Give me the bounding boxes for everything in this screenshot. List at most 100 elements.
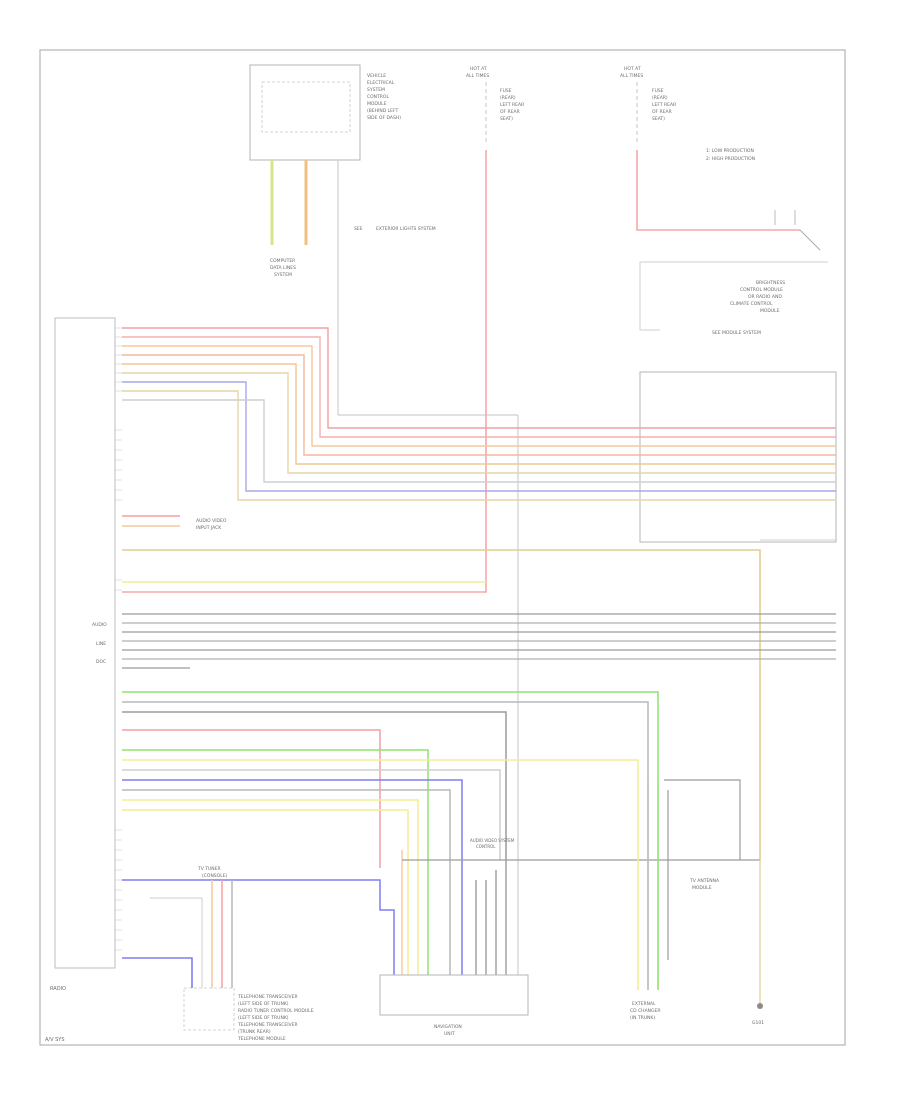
svg-text:SYSTEM: SYSTEM (274, 272, 292, 278)
svg-text:TV TUNER: TV TUNER (197, 866, 221, 872)
switch-line (799, 229, 821, 251)
ground-point (757, 1003, 763, 1009)
svg-text:BRIGHTNESS: BRIGHTNESS (756, 280, 785, 286)
top-module-inner (261, 81, 351, 133)
svg-text:(LEFT SIDE OF TRUNK): (LEFT SIDE OF TRUNK) (238, 1015, 289, 1021)
radio-module-box (54, 317, 116, 969)
svg-text:CLIMATE CONTROL: CLIMATE CONTROL (730, 301, 773, 307)
svg-text:(BEHIND LEFT: (BEHIND LEFT (367, 108, 399, 114)
fuse-box-2-head: HOT AT ALL TIMES (620, 66, 643, 79)
svg-text:CONTROL: CONTROL (367, 94, 389, 100)
switch-return (639, 261, 828, 331)
svg-text:TELEPHONE TRANSCEIVER: TELEPHONE TRANSCEIVER (237, 994, 298, 1000)
right-module-box (639, 371, 837, 543)
svg-text:2: HIGH PRODUCTION: 2: HIGH PRODUCTION (706, 156, 755, 162)
svg-text:FUSE: FUSE (652, 88, 664, 94)
upper-wire-bundle (122, 327, 836, 501)
svg-text:CD CHANGER: CD CHANGER (630, 1008, 660, 1014)
radio-module-label: RADIO (50, 986, 66, 992)
upper-wire-bundle-lower (122, 399, 836, 483)
svg-text:AUDIO VIDEO SYSTEM: AUDIO VIDEO SYSTEM (470, 838, 515, 843)
svg-text:MODULE: MODULE (760, 308, 780, 314)
navigation-unit-box (379, 974, 529, 1016)
ground-label: G101 (752, 1020, 764, 1026)
svg-text:OF REAR: OF REAR (652, 109, 672, 115)
svg-text:DOC: DOC (96, 659, 106, 665)
bottom-module-box (183, 987, 235, 1031)
svg-text:MODULE: MODULE (692, 885, 712, 891)
svg-text:MODULE: MODULE (367, 101, 387, 107)
svg-text:LEFT REAR: LEFT REAR (652, 102, 676, 108)
nav-unit-pins (401, 850, 507, 975)
outer-frame (39, 49, 846, 1046)
see-module-system: SEE MODULE SYSTEM (712, 330, 761, 336)
cd-changer-wires (637, 780, 659, 990)
tuner-label: TV TUNER (CONSOLE) (197, 866, 228, 879)
wire-tan-long (122, 549, 761, 860)
fuse-2-red-wire (636, 150, 800, 231)
bottom-module-wires (211, 880, 233, 988)
svg-text:VEHICLE: VEHICLE (367, 73, 386, 79)
svg-text:(LEFT SIDE OF TRUNK): (LEFT SIDE OF TRUNK) (238, 1001, 289, 1007)
relay-label: AUDIO VIDEO SYSTEM CONTROL (470, 838, 515, 849)
svg-text:SEAT): SEAT) (652, 116, 665, 122)
fuse-box-2-label: FUSE (REAR) LEFT REAR OF REAR SEAT) (652, 88, 676, 122)
svg-text:LEFT REAR: LEFT REAR (500, 102, 524, 108)
cd-changer-ground (664, 779, 741, 860)
svg-text:OF REAR: OF REAR (500, 109, 520, 115)
brightness-module-label: BRIGHTNESS CONTROL MODULE OR RADIO AND C… (730, 280, 785, 314)
audio-input-label: AUDIO VIDEO INPUT JACK (196, 518, 227, 531)
svg-text:CONTROL: CONTROL (476, 844, 496, 849)
svg-text:FUSE: FUSE (500, 88, 512, 94)
svg-text:ALL TIMES: ALL TIMES (466, 73, 489, 79)
antenna-label: TV ANTENNA MODULE (689, 878, 720, 891)
svg-text:TV ANTENNA: TV ANTENNA (689, 878, 720, 884)
svg-text:(CONSOLE): (CONSOLE) (202, 873, 228, 879)
bottom-blue-wire (122, 957, 193, 988)
fuse-box-1-head: HOT AT ALL TIMES (466, 66, 489, 79)
svg-text:SYSTEM: SYSTEM (367, 87, 385, 93)
bottom-gray-wire (150, 897, 203, 988)
svg-text:SIDE OF DASH): SIDE OF DASH) (367, 115, 401, 121)
svg-text:(REAR): (REAR) (652, 95, 668, 101)
see-label: SEE (354, 226, 363, 232)
svg-text:CONTROL MODULE: CONTROL MODULE (740, 287, 783, 293)
fuse-box-1-label: FUSE (REAR) LEFT REAR OF REAR SEAT) (500, 88, 524, 122)
svg-text:(REAR): (REAR) (500, 95, 516, 101)
svg-text:(TRUNK REAR): (TRUNK REAR) (238, 1029, 271, 1035)
svg-text:HOT AT: HOT AT (470, 66, 487, 72)
navigation-unit-label: NAVIGATION UNIT (434, 1024, 462, 1037)
top-module-label: VEHICLE ELECTRICAL SYSTEM CONTROL MODULE… (367, 73, 401, 121)
svg-text:TELEPHONE TRANSCEIVER: TELEPHONE TRANSCEIVER (237, 1022, 298, 1028)
svg-text:DATA LINES: DATA LINES (270, 265, 296, 271)
svg-text:OR RADIO AND: OR RADIO AND (748, 294, 782, 300)
svg-text:INPUT JACK: INPUT JACK (196, 525, 222, 531)
svg-text:(IN TRUNK): (IN TRUNK) (630, 1015, 655, 1021)
bus-labels: AUDIO LINE DOC (92, 622, 107, 665)
svg-text:1: LOW PRODUCTION: 1: LOW PRODUCTION (706, 148, 754, 154)
svg-text:SEAT): SEAT) (500, 116, 513, 122)
svg-text:HOT AT: HOT AT (624, 66, 641, 72)
gray-bus-lines (122, 613, 836, 669)
svg-text:COMPUTER: COMPUTER (270, 258, 295, 264)
radio-pin-ticks (115, 327, 122, 951)
data-bus-label: COMPUTER DATA LINES SYSTEM (270, 258, 296, 278)
cd-changer-label: EXTERNAL CD CHANGER (IN TRUNK) (630, 1001, 660, 1021)
svg-text:UNIT: UNIT (444, 1031, 455, 1037)
svg-text:NAVIGATION: NAVIGATION (434, 1024, 462, 1030)
see-exterior-lights: EXTERIOR LIGHTS SYSTEM (376, 226, 436, 232)
svg-text:AUDIO VIDEO: AUDIO VIDEO (196, 518, 227, 524)
bottom-module-label: TELEPHONE TRANSCEIVER (LEFT SIDE OF TRUN… (237, 994, 314, 1042)
radio-stubs (122, 515, 180, 527)
lower-wire-bundle (122, 691, 659, 975)
svg-text:RADIO TUNER CONTROL MODULE: RADIO TUNER CONTROL MODULE (238, 1008, 314, 1014)
wire-red-fuse1 (122, 583, 487, 593)
svg-text:ALL TIMES: ALL TIMES (620, 73, 643, 79)
svg-text:AUDIO: AUDIO (92, 622, 107, 628)
top-module-box (249, 64, 361, 161)
legend: 1: LOW PRODUCTION 2: HIGH PRODUCTION (706, 148, 755, 162)
svg-text:LINE: LINE (96, 641, 106, 647)
svg-text:ELECTRICAL: ELECTRICAL (367, 80, 395, 86)
